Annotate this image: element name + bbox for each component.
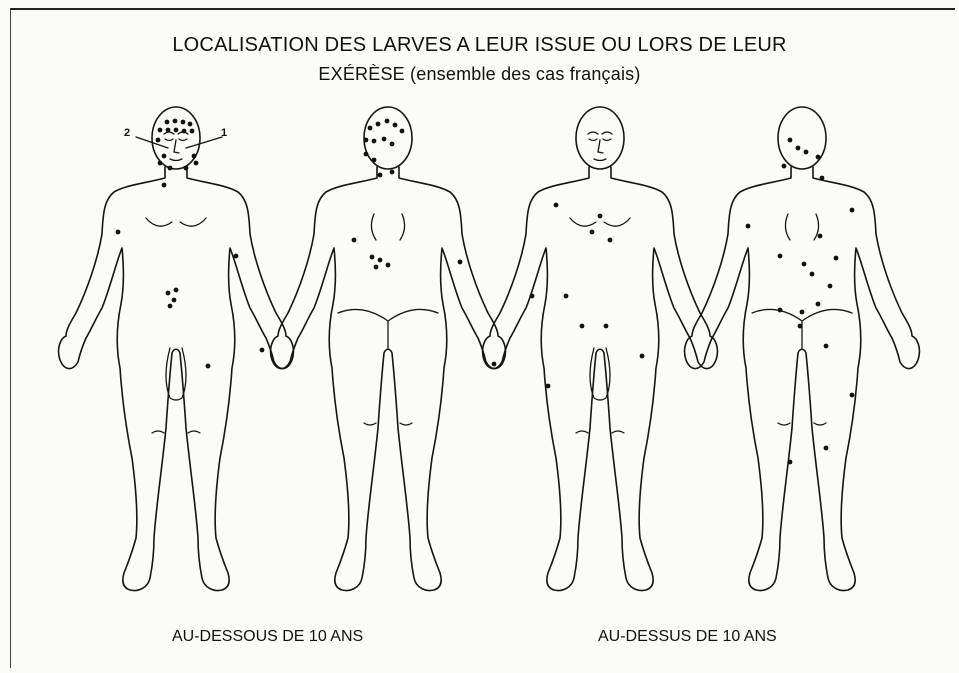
larva-dot: [824, 446, 829, 451]
larva-dot: [393, 123, 398, 128]
larva-dot: [796, 146, 801, 151]
larva-dot: [162, 183, 167, 188]
larva-dot: [564, 294, 569, 299]
larva-dot: [194, 161, 199, 166]
larva-dot: [530, 294, 535, 299]
larva-dot: [385, 119, 390, 124]
larva-dot: [156, 138, 161, 143]
larva-dot: [546, 384, 551, 389]
larva-dot: [778, 308, 783, 313]
larva-dot: [374, 265, 379, 270]
larva-dot: [116, 230, 121, 235]
larva-dot: [364, 152, 369, 157]
larva-dot: [166, 128, 171, 133]
adult-front-figure: [483, 107, 718, 591]
larva-dot: [173, 119, 178, 124]
caption-under-10: AU-DESSOUS DE 10 ANS: [172, 628, 363, 646]
larva-dot: [816, 302, 821, 307]
larva-dot: [172, 298, 177, 303]
larva-dot: [804, 150, 809, 155]
larva-dot: [182, 129, 187, 134]
larva-dot: [590, 230, 595, 235]
larva-dot: [820, 176, 825, 181]
larva-dot: [386, 263, 391, 268]
larva-dot: [376, 122, 381, 127]
larva-dot: [158, 128, 163, 133]
larva-dot: [368, 126, 373, 131]
adult-back-figure: [685, 107, 920, 591]
larva-dot: [390, 142, 395, 147]
larva-dot: [810, 272, 815, 277]
larva-dot: [184, 166, 189, 171]
larva-dot: [788, 138, 793, 143]
larva-location-dots: [116, 119, 855, 465]
larva-dot: [234, 254, 239, 259]
larva-dot: [580, 324, 585, 329]
larva-dot: [834, 256, 839, 261]
larva-dot: [206, 364, 211, 369]
larva-dot: [816, 155, 821, 160]
larva-dot: [400, 129, 405, 134]
larva-dot: [165, 120, 170, 125]
larva-dot: [166, 291, 171, 296]
pointer-label-1: 1: [221, 127, 227, 139]
larva-dot: [188, 122, 193, 127]
larva-dot: [181, 120, 186, 125]
larva-dot: [352, 238, 357, 243]
larva-dot: [824, 344, 829, 349]
larva-dot: [168, 166, 173, 171]
larva-dot: [828, 284, 833, 289]
larva-dot: [190, 129, 195, 134]
larva-dot: [802, 262, 807, 267]
child-front-figure: [59, 107, 294, 591]
larva-dot: [158, 161, 163, 166]
larva-dot: [458, 260, 463, 265]
pointer-label-2: 2: [124, 127, 130, 139]
larva-dot: [640, 354, 645, 359]
larva-dot: [378, 258, 383, 263]
larva-dot: [168, 304, 173, 309]
larva-dot: [382, 137, 387, 142]
caption-over-10: AU-DESSUS DE 10 ANS: [598, 628, 777, 646]
larva-dot: [192, 154, 197, 159]
larva-dot: [818, 234, 823, 239]
larva-dot: [162, 154, 167, 159]
larva-dot: [608, 238, 613, 243]
larva-dot: [372, 158, 377, 163]
larva-dot: [370, 255, 375, 260]
larva-dot: [782, 164, 787, 169]
larva-dot: [598, 214, 603, 219]
larva-dot: [260, 348, 265, 353]
child-back-figure: [271, 107, 506, 591]
larva-dot: [390, 170, 395, 175]
larva-dot: [372, 139, 377, 144]
larva-dot: [788, 460, 793, 465]
larva-dot: [746, 224, 751, 229]
larva-dot: [604, 324, 609, 329]
larva-dot: [174, 128, 179, 133]
larva-dot: [798, 324, 803, 329]
larva-dot: [800, 310, 805, 315]
larva-dot: [174, 288, 179, 293]
larva-dot: [554, 203, 559, 208]
larva-dot: [492, 362, 497, 367]
larva-dot: [850, 208, 855, 213]
larva-dot: [778, 254, 783, 259]
larva-dot: [850, 393, 855, 398]
larva-dot: [378, 173, 383, 178]
larva-dot: [364, 138, 369, 143]
